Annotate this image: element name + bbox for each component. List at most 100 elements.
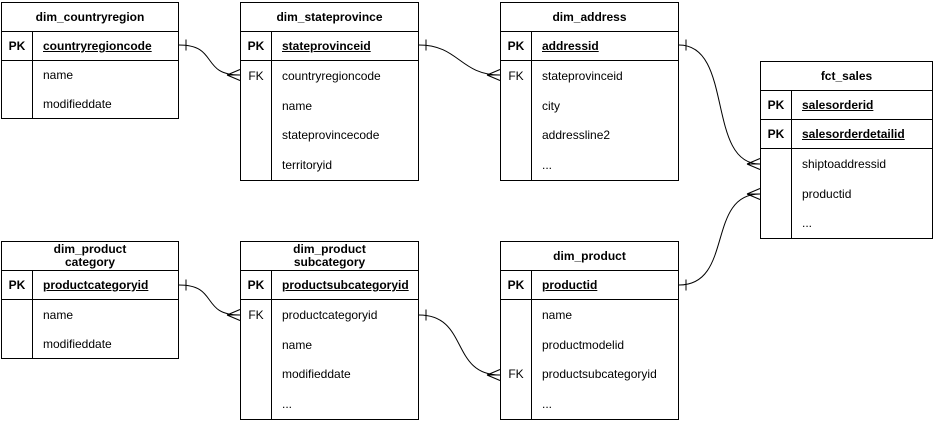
field-name: salesorderdetailid xyxy=(802,127,905,141)
key-badge xyxy=(501,120,532,151)
field-name: modifieddate xyxy=(43,96,112,111)
key-badge xyxy=(241,120,272,151)
key-badge xyxy=(501,150,532,180)
edge-stateprovince-address[interactable] xyxy=(418,39,501,81)
field-name: countryregioncode xyxy=(282,68,381,83)
key-badge xyxy=(241,150,272,180)
field-name: addressline2 xyxy=(542,128,611,143)
table-title: dim_product category xyxy=(2,242,178,271)
key-badge xyxy=(501,329,532,360)
table-row: FK stateprovinceid xyxy=(501,61,678,91)
table-row: stateprovincecode xyxy=(241,120,418,151)
edge-subcategory-product[interactable] xyxy=(418,309,501,381)
table-dim-productsubcategory[interactable]: dim_product subcategory PK productsubcate… xyxy=(240,241,419,420)
key-badge xyxy=(241,359,272,390)
table-row: productid xyxy=(761,178,932,209)
table-title: dim_address xyxy=(501,3,678,32)
crow-foot-icon xyxy=(226,69,241,81)
table-dim-productcategory[interactable]: dim_product category PK productcategoryid… xyxy=(1,241,179,359)
field-name: name xyxy=(43,68,74,83)
table-row: modifieddate xyxy=(241,359,418,390)
key-badge: PK xyxy=(2,32,33,60)
table-row: ... xyxy=(761,208,932,239)
field-name: shiptoaddressid xyxy=(802,156,887,171)
key-badge xyxy=(241,90,272,121)
table-row: PK productid xyxy=(501,271,678,300)
key-badge xyxy=(241,329,272,360)
key-badge xyxy=(2,89,33,118)
field-name: productid xyxy=(802,186,852,201)
key-badge: PK xyxy=(501,271,532,299)
key-badge: FK xyxy=(501,61,532,91)
field-name: modifieddate xyxy=(282,367,351,382)
field-name: productcategoryid xyxy=(282,307,378,322)
crow-foot-icon xyxy=(486,69,501,81)
table-row: modifieddate xyxy=(2,329,178,358)
table-title: dim_product xyxy=(501,242,678,271)
key-badge xyxy=(501,300,532,330)
crow-foot-icon xyxy=(486,369,501,381)
field-name: territoryid xyxy=(282,158,333,173)
table-dim-product[interactable]: dim_product PK productid name productmodeli… xyxy=(500,241,679,420)
table-row: productmodelid xyxy=(501,329,678,360)
field-name: productsubcategoryid xyxy=(282,278,409,292)
table-row: FK productsubcategoryid xyxy=(501,359,678,390)
field-name: stateprovinceid xyxy=(542,68,623,83)
table-row: name xyxy=(241,90,418,121)
key-badge: PK xyxy=(2,271,33,299)
field-name: name xyxy=(542,307,573,322)
table-row: name xyxy=(241,329,418,360)
key-badge xyxy=(2,300,33,329)
edge-productcategory-subcategory[interactable] xyxy=(178,279,241,321)
key-badge: FK xyxy=(501,359,532,390)
field-name: productid xyxy=(542,278,598,292)
table-row: PK addressid xyxy=(501,32,678,61)
field-name: ... xyxy=(542,397,553,412)
table-title: dim_countryregion xyxy=(2,3,178,32)
key-badge: PK xyxy=(241,32,272,60)
edge-product-fctsales[interactable] xyxy=(678,188,761,291)
table-row: PK productcategoryid xyxy=(2,271,178,300)
crow-foot-icon xyxy=(746,158,761,170)
table-row: name xyxy=(2,300,178,329)
field-name: name xyxy=(282,98,313,113)
crow-foot-icon xyxy=(226,309,241,321)
table-row: PK productsubcategoryid xyxy=(241,271,418,300)
field-name: stateprovincecode xyxy=(282,128,380,143)
field-name: ... xyxy=(802,216,813,231)
key-badge: PK xyxy=(241,271,272,299)
key-badge: FK xyxy=(241,300,272,330)
edge-address-fctsales[interactable] xyxy=(678,39,761,170)
table-title: dim_product subcategory xyxy=(241,242,418,271)
field-name: modifieddate xyxy=(43,336,112,351)
key-badge xyxy=(761,208,792,239)
edge-countryregion-stateprovince[interactable] xyxy=(178,39,241,81)
table-row: addressline2 xyxy=(501,120,678,151)
field-name: city xyxy=(542,98,560,113)
field-name: productmodelid xyxy=(542,337,625,352)
field-name: name xyxy=(282,337,313,352)
field-name: addressid xyxy=(542,39,599,53)
table-row: PK salesorderid xyxy=(761,91,932,120)
key-badge: PK xyxy=(761,91,792,119)
key-badge xyxy=(761,178,792,209)
key-badge: PK xyxy=(501,32,532,60)
field-name: salesorderid xyxy=(802,98,874,112)
table-title: dim_stateprovince xyxy=(241,3,418,32)
crow-foot-icon xyxy=(746,188,761,200)
field-name: productsubcategoryid xyxy=(542,367,657,382)
field-name: ... xyxy=(282,397,293,412)
table-row: modifieddate xyxy=(2,89,178,118)
field-name: productcategoryid xyxy=(43,278,149,292)
